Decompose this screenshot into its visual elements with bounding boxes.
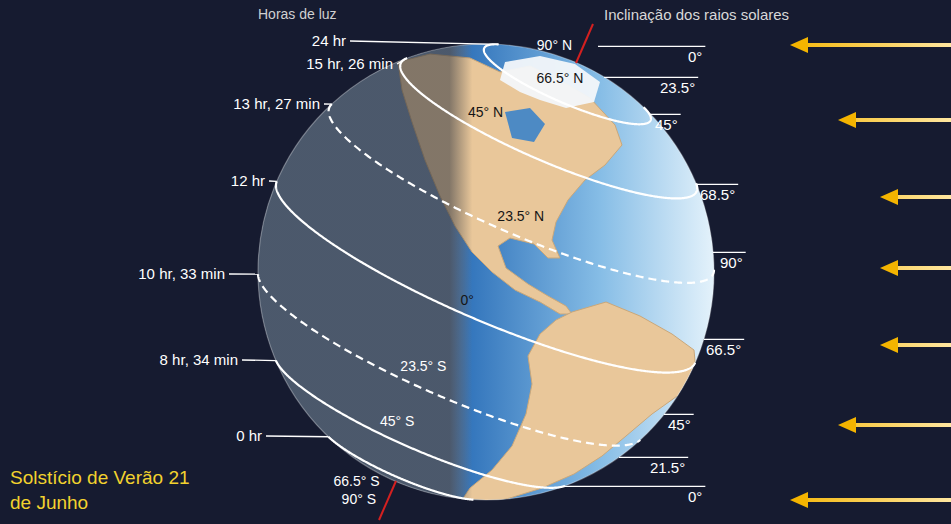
arrow-head (880, 260, 898, 276)
latitude-label: 23.5° S (400, 358, 446, 374)
angle-line (598, 46, 705, 47)
angle-line (664, 414, 694, 415)
arrow-head (838, 112, 856, 128)
latitude-line (276, 361, 565, 488)
sun-angle: 90° (720, 254, 743, 271)
sun-angle: 45° (668, 416, 691, 433)
angle-line (650, 114, 681, 115)
globe-rim (258, 44, 714, 500)
latitude-label: 66.5° N (536, 70, 583, 86)
angle-line (704, 339, 744, 340)
angle-line (696, 184, 738, 185)
daylight-hours: 13 hr, 27 min (233, 95, 320, 112)
latitude-label: 0° (460, 292, 473, 308)
arrow-head (838, 417, 856, 433)
arrow-head (880, 189, 898, 205)
latitude-line (400, 58, 697, 198)
daylight-hours: 15 hr, 26 min (306, 55, 393, 72)
latitude-label: 66.5° S (333, 473, 379, 489)
night-side (250, 40, 720, 510)
latitude-label: 45° S (380, 413, 414, 429)
sun-ray (852, 423, 951, 427)
leader-line (266, 435, 328, 437)
sun-angle: 0° (688, 48, 702, 65)
sun-ray (804, 43, 951, 47)
sun-angle: 68.5° (700, 186, 735, 203)
leader-line (242, 359, 276, 361)
angle-line (713, 252, 746, 253)
angle-line (619, 457, 688, 458)
leader-line (269, 180, 277, 182)
latitude-line (484, 44, 651, 124)
pole-label: 90° N (537, 37, 572, 53)
daylight-hours: 10 hr, 33 min (138, 265, 225, 282)
sun-angle: 66.5° (706, 341, 741, 358)
header-label: Horas de luz (258, 6, 337, 22)
pole-label: 90° S (342, 491, 376, 507)
sun-angle: 45° (655, 116, 678, 133)
sun-ray (894, 343, 951, 347)
leader-line (397, 58, 407, 64)
sun-ray (804, 498, 951, 502)
latitude-label: 23.5° N (497, 208, 544, 224)
sun-ray (894, 266, 951, 270)
sun-ray (894, 195, 951, 199)
earth-axis (576, 24, 593, 63)
latitude-line (328, 437, 473, 500)
sun-angle: 0° (688, 488, 702, 505)
daylight-hours: 8 hr, 34 min (160, 351, 238, 368)
caption: Solstício de Verão 21 de Junho (10, 466, 196, 515)
daylight-hours: 12 hr (231, 172, 265, 189)
angle-line (565, 486, 705, 487)
leader-line (324, 103, 332, 104)
daylight-hours: 0 hr (236, 427, 262, 444)
header-label: Inclinação dos raios solares (604, 6, 789, 23)
sun-rays (790, 37, 951, 508)
latitude-line (258, 274, 640, 445)
arrow-head (790, 37, 808, 53)
leader-line (350, 41, 499, 44)
daylight-hours: 24 hr (312, 32, 346, 49)
arrow-head (790, 492, 808, 508)
earth-axis (379, 481, 396, 520)
leader-line (229, 273, 258, 275)
sun-angle: 21.5° (650, 459, 685, 476)
sun-angle: 23.5° (660, 79, 695, 96)
arrow-head (880, 337, 898, 353)
sun-ray (852, 118, 951, 122)
latitude-line (329, 104, 714, 283)
angle-line (604, 77, 698, 78)
latitude-line (276, 181, 695, 372)
latitude-label: 45° N (468, 104, 503, 120)
